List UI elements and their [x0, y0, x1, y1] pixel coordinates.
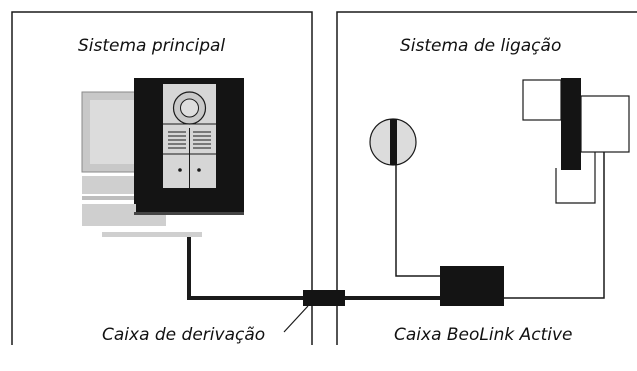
- junction-box: [303, 290, 345, 306]
- junction-pointer-line: [283, 305, 309, 333]
- music-system-main: [134, 78, 244, 215]
- cable-link-system-to-beolink: [504, 152, 605, 299]
- panel-right-border: [336, 11, 637, 345]
- cable-speaker-to-beolink: [395, 165, 440, 277]
- music-system-link: [522, 78, 630, 204]
- beolink-active-box: [440, 266, 504, 306]
- junction-box-label: Caixa de derivação: [102, 325, 266, 345]
- panel-left-border: [11, 11, 313, 345]
- panel-left-title: Sistema principal: [78, 36, 226, 56]
- beolink-box-label: Caixa BeoLink Active: [394, 325, 573, 345]
- cable-main-to-junction: [187, 237, 303, 300]
- panel-right-title: Sistema de ligação: [400, 36, 562, 56]
- round-speaker: [369, 118, 417, 166]
